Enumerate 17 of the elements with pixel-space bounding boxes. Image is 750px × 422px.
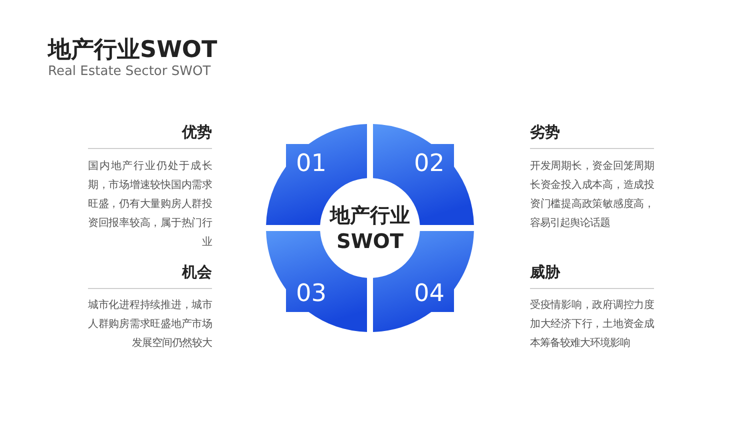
section-heading: 机会 <box>180 262 212 282</box>
segment-number: 04 <box>414 278 445 308</box>
description-text: 开发周期长，资金回笼周期长资金投入成本高，造成投资门槛提高政策敏感度高，容易引起舆论话题 <box>530 159 654 231</box>
section-heading: 威胁 <box>530 262 560 282</box>
subtitle: Real Estate Sector SWOT <box>48 64 211 80</box>
section-heading: 优势 <box>180 122 212 142</box>
title-heading: 地产行业SWOT <box>48 36 218 64</box>
center-title: 地产行业SWOT <box>328 202 411 254</box>
description-text: 受疫情影响，政府调控力度加大经济下行，土地资金成本筹备较难大环境影响 <box>530 298 654 351</box>
segment-number: 02 <box>414 148 445 178</box>
segment-number: 03 <box>296 278 327 308</box>
description-text: 国内地产行业仍处于成长期，市场增速较快国内需求旺盛，仍有大量购房人群投资回报率较高，属于热门行业 <box>88 159 212 250</box>
section-heading: 劣势 <box>530 122 560 142</box>
description-text: 城市化进程持续推进，城市人群购房需求旺盛地产市场发展空间仍然较大 <box>88 298 212 351</box>
segment-number: 01 <box>296 148 327 178</box>
quadrant-segment <box>370 124 474 228</box>
quadrant-segment <box>266 124 370 228</box>
